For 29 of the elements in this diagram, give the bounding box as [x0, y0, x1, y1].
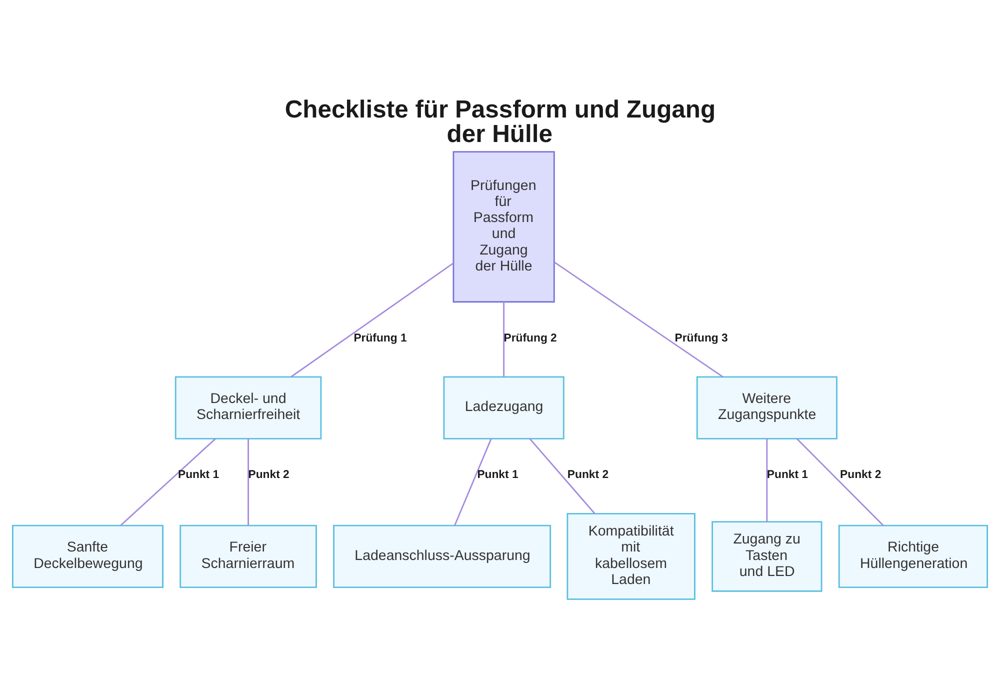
edge-label: Prüfung 2 [504, 332, 557, 344]
connector [290, 262, 454, 378]
edge-label: Punkt 2 [567, 469, 609, 482]
node-box: Richtige Hüllengeneration [838, 524, 988, 588]
node-box: Kompatibilität mit kabellosem Laden [566, 513, 696, 600]
edge-label: Prüfung 3 [674, 332, 728, 344]
connector [554, 262, 724, 378]
connector [796, 438, 884, 526]
edge-label: Punkt 1 [178, 469, 220, 482]
connector [503, 302, 505, 377]
node-box: Zugang zu Tasten und LED [712, 521, 822, 592]
node-box: Prüfungen für Passform und Zugang der Hülle [452, 151, 555, 303]
edge-label: Punkt 2 [840, 469, 882, 482]
edge-label: Punkt 1 [766, 469, 808, 482]
edge-label: Punkt 2 [248, 469, 290, 482]
connector [766, 438, 768, 522]
node-box: Weitere Zugangspunkte [696, 376, 838, 440]
connector [454, 438, 492, 526]
connector [120, 438, 216, 526]
node-box: Freier Scharnierraum [180, 524, 317, 588]
connector [529, 438, 596, 514]
connector [248, 438, 249, 526]
node-box: Sanfte Deckelbewegung [12, 524, 164, 588]
edge-label: Prüfung 1 [354, 332, 407, 344]
node-box: Ladezugang [443, 376, 564, 440]
node-box: Deckel- und Scharnierfreiheit [174, 376, 322, 440]
node-box: Ladeanschluss-Aussparung [333, 524, 552, 588]
edge-label: Punkt 1 [477, 469, 518, 482]
diagram-title: Checkliste für Passform und Zugang der Hülle [284, 96, 716, 148]
